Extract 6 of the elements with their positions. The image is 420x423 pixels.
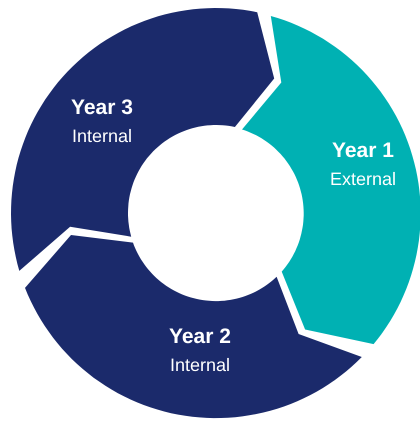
stage-subtitle: Internal bbox=[169, 355, 231, 377]
stage-subtitle: Internal bbox=[71, 126, 133, 148]
stage-subtitle: External bbox=[330, 169, 396, 191]
stage-title: Year 2 bbox=[169, 324, 231, 350]
stage-title: Year 3 bbox=[71, 94, 133, 120]
stage-title: Year 1 bbox=[331, 138, 395, 164]
